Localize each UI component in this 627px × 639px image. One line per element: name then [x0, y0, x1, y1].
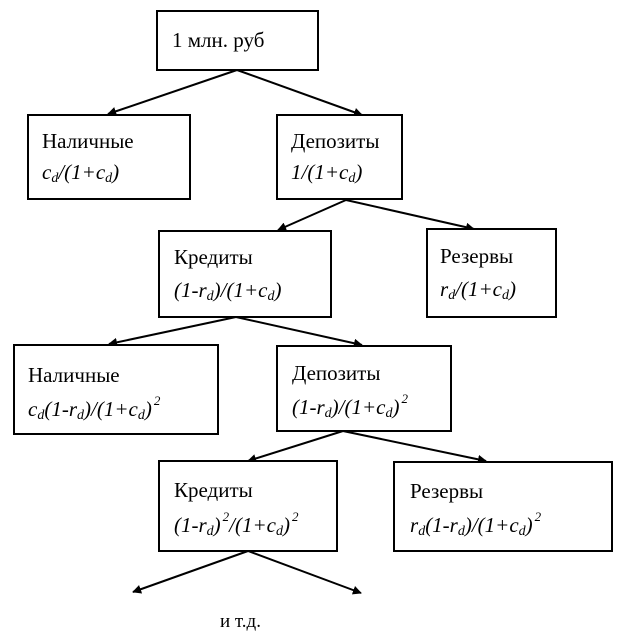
cash-label-1: Наличные [42, 129, 134, 153]
deposits-formula-1: 1/(1+cd) [291, 160, 363, 186]
edge-credits-deposits [235, 316, 363, 348]
edge-credits-cash [108, 316, 237, 347]
edge-credits2-right [247, 550, 362, 595]
credits-label-2: Кредиты [174, 478, 253, 502]
continuation-label: и т.д. [220, 611, 261, 632]
edge-deposits2-reserves2 [342, 430, 487, 464]
credits-label-1: Кредиты [174, 245, 253, 269]
credits-node-1: Кредиты (1-rd)/(1+cd) [158, 230, 332, 318]
reserves-node-1: Резервы rd/(1+cd) [426, 228, 557, 318]
root-node: 1 млн. руб [156, 10, 319, 71]
reserves-label-1: Резервы [440, 244, 514, 268]
edge-deposits2-credits2 [247, 430, 344, 463]
reserves-formula-1: rd/(1+cd) [440, 277, 517, 303]
edge-deposits-reserves [345, 199, 475, 232]
deposits-node-1: Депозиты 1/(1+cd) [276, 114, 403, 200]
deposits-label-1: Депозиты [291, 129, 380, 153]
credits-formula-2: (1-rd)2/(1+cd)2 [174, 509, 299, 539]
cash-node-1: Наличные cd/(1+cd) [27, 114, 191, 200]
credits-formula-1: (1-rd)/(1+cd) [174, 278, 282, 304]
root-label: 1 млн. руб [172, 28, 265, 52]
edge-deposits-credits [277, 199, 347, 231]
deposits-label-2: Депозиты [292, 361, 381, 385]
edge-credits2-left [132, 550, 249, 594]
cash-node-2: Наличные cd(1-rd)/(1+cd)2 [13, 344, 219, 435]
cash-label-2: Наличные [28, 363, 120, 387]
reserves-label-2: Резервы [410, 479, 484, 503]
reserves-formula-2: rd(1-rd)/(1+cd)2 [410, 509, 542, 539]
reserves-node-2: Резервы rd(1-rd)/(1+cd)2 [393, 461, 613, 552]
edge-root-deposits [236, 69, 363, 117]
edge-root-cash [107, 69, 238, 116]
deposits-node-2: Депозиты (1-rd)/(1+cd)2 [276, 345, 452, 432]
deposits-formula-2: (1-rd)/(1+cd)2 [292, 391, 408, 421]
credits-node-2: Кредиты (1-rd)2/(1+cd)2 [158, 460, 338, 552]
cash-formula-2: cd(1-rd)/(1+cd)2 [28, 393, 161, 423]
cash-formula-1: cd/(1+cd) [42, 160, 120, 186]
